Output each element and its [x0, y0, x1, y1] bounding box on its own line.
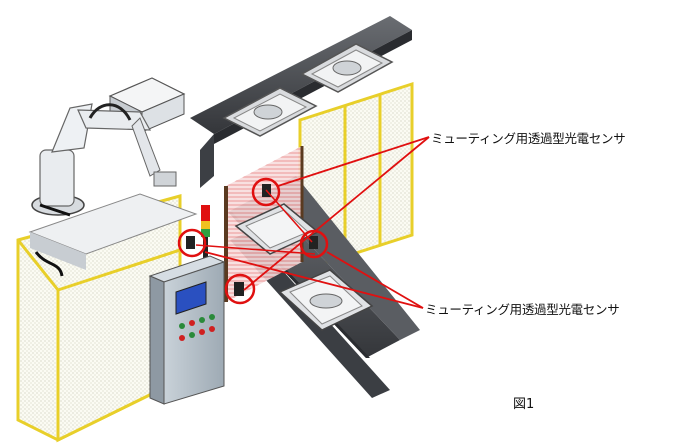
tray-upper-2 — [222, 87, 318, 137]
tray-lower-2 — [278, 269, 374, 331]
sensor-label-bottom: ミューティング用透過型光電センサ — [425, 302, 620, 317]
sensor-receiver-top — [309, 236, 318, 249]
robot-arm — [31, 103, 177, 277]
robot-table — [28, 193, 198, 270]
highlight-circle-4 — [224, 273, 256, 305]
figure-caption: 図1 — [513, 397, 535, 412]
sensor-receiver-bottom — [234, 282, 244, 296]
sensor-label-top: ミューティング用透過型光電センサ — [431, 131, 626, 146]
highlight-circle-1 — [251, 177, 281, 207]
tray-upper-1 — [300, 43, 394, 93]
control-panel — [148, 255, 226, 405]
highlight-circle-2 — [177, 228, 207, 258]
sensor-emitter-left — [186, 236, 195, 249]
leader-lines — [204, 136, 430, 309]
signal-tower — [201, 205, 210, 273]
sensor-beams — [195, 189, 316, 255]
